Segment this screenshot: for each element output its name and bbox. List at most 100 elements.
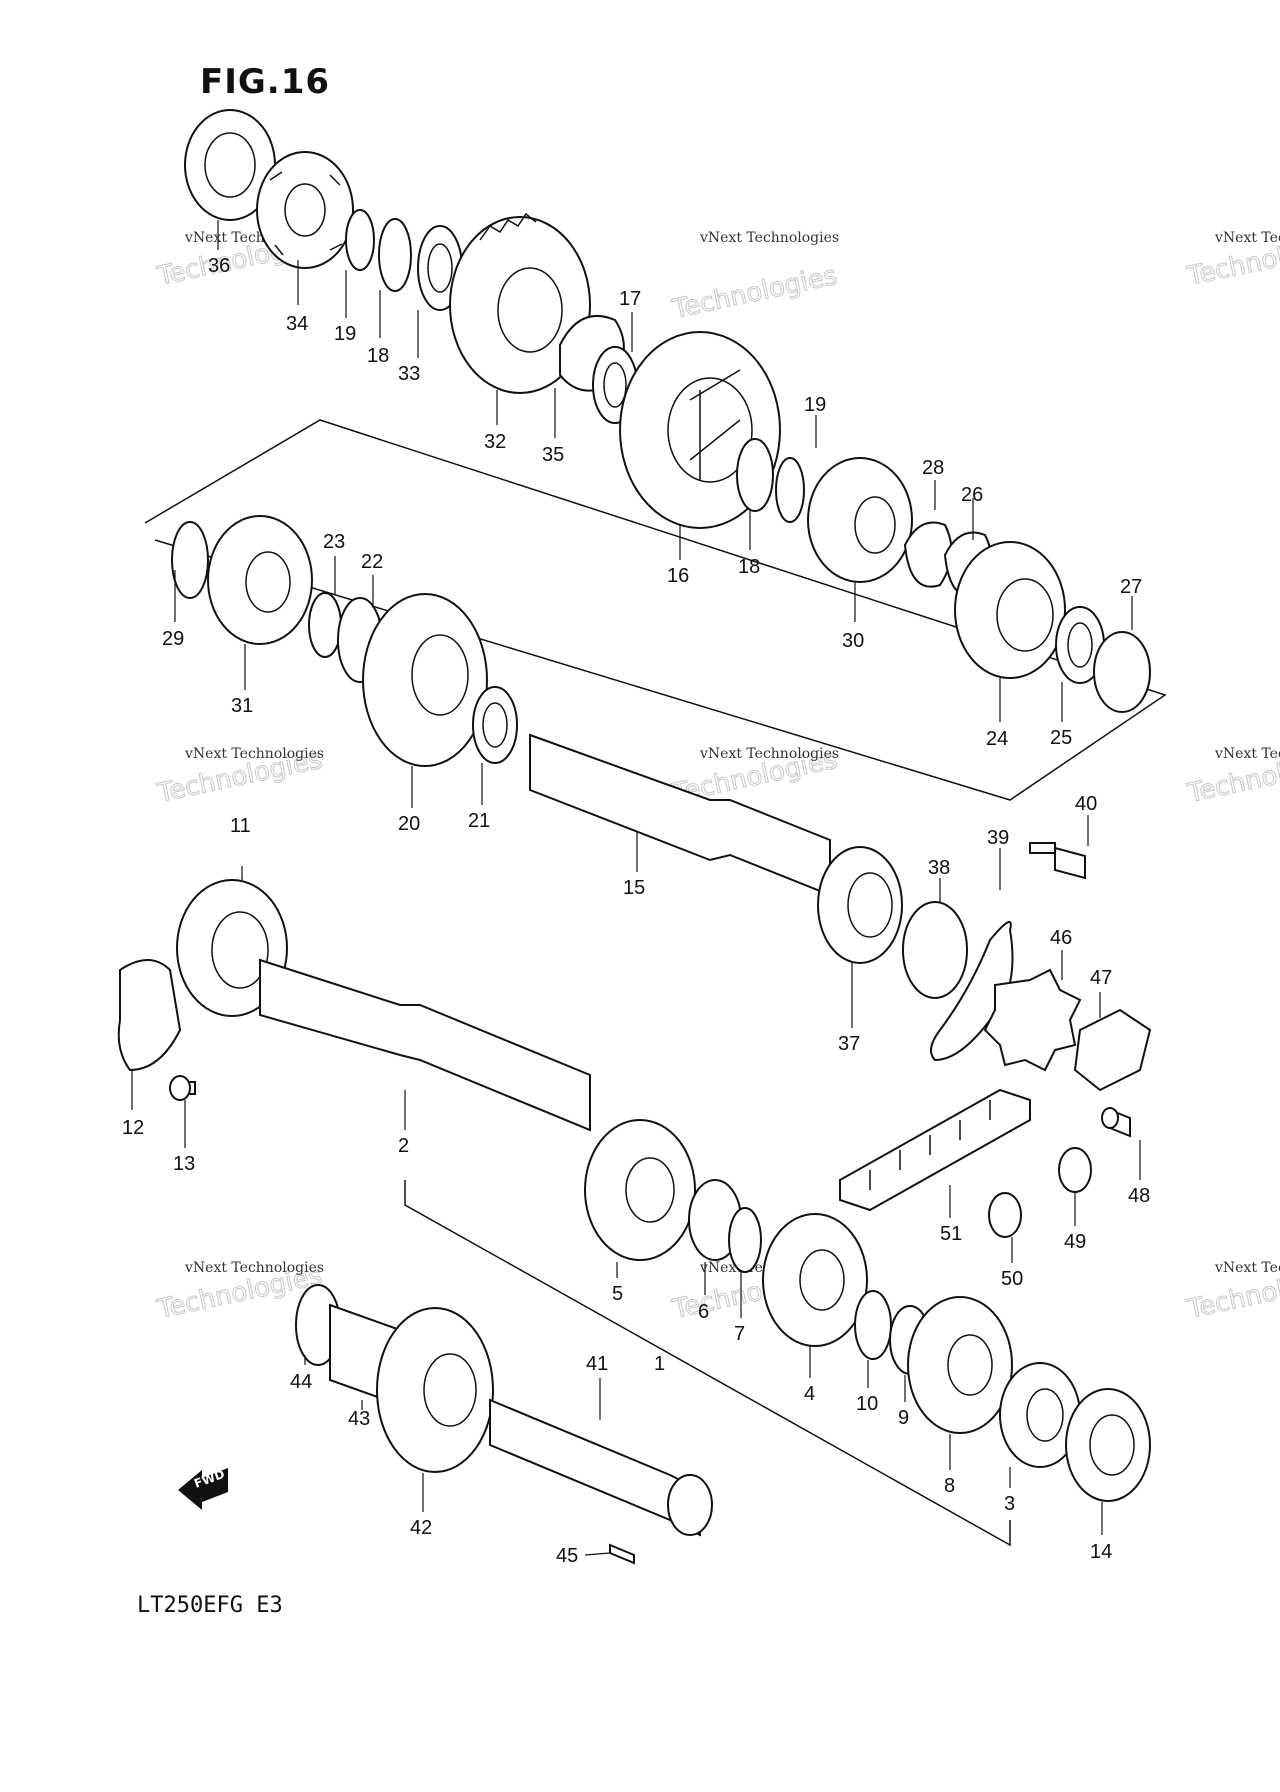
bolt-48 — [1101, 1107, 1131, 1138]
svg-text:Technologies: Technologies — [669, 261, 840, 325]
callout-22: 22 — [361, 551, 383, 573]
figure-title: FIG.16 — [200, 62, 331, 102]
callout-45: 45 — [556, 1545, 578, 1567]
pin-45 — [609, 1543, 635, 1565]
driveshaft-group-bracket — [404, 1180, 1011, 1547]
callout-7: 7 — [734, 1323, 745, 1345]
callout-39: 39 — [987, 827, 1009, 849]
gear-31 — [207, 515, 313, 645]
callout-8: 8 — [944, 1475, 955, 1497]
circlip-49 — [1058, 1147, 1092, 1193]
callout-5: 5 — [612, 1283, 623, 1305]
model-code: LT250EFG E3 — [137, 1593, 283, 1618]
bearing-37 — [817, 846, 903, 964]
svg-text:vNext Technologies: vNext Technologies — [1214, 1260, 1280, 1276]
svg-text:vNext Technologies: vNext Technologies — [699, 746, 839, 762]
callout-37: 37 — [838, 1033, 860, 1055]
washer-27 — [1093, 631, 1151, 713]
callout-19: 19 — [334, 323, 356, 345]
callout-51: 51 — [940, 1223, 962, 1245]
callout-18: 18 — [367, 345, 389, 367]
callout-21: 21 — [468, 810, 490, 832]
callout-16: 16 — [667, 565, 689, 587]
callout-13: 13 — [173, 1153, 195, 1175]
callout-25: 25 — [1050, 727, 1072, 749]
callout-9: 9 — [898, 1407, 909, 1429]
callout-38: 38 — [928, 857, 950, 879]
gear-8 — [907, 1296, 1013, 1434]
circlip-29 — [171, 521, 209, 599]
bearing-14 — [1065, 1388, 1151, 1502]
top-gear-row — [184, 109, 1151, 713]
gear-24 — [954, 541, 1066, 679]
callout-23: 23 — [323, 531, 345, 553]
washer-18b — [736, 438, 774, 512]
screw-13 — [169, 1075, 196, 1101]
callout-41: 41 — [586, 1353, 608, 1375]
washer-10 — [854, 1290, 892, 1360]
countershaft-row — [171, 515, 1152, 1138]
washer-18a — [378, 218, 412, 292]
gear-20 — [362, 593, 488, 767]
callout-42: 42 — [410, 1517, 432, 1539]
callout-47: 47 — [1090, 967, 1112, 989]
engine-sprocket-46 — [983, 968, 1082, 1072]
callout-32: 32 — [484, 431, 506, 453]
callout-6: 6 — [698, 1301, 709, 1323]
gear-34 — [256, 151, 354, 269]
callout-36: 36 — [208, 255, 230, 277]
circlip-19a — [345, 209, 375, 271]
circlip-19b — [775, 457, 805, 523]
idler-shaft-end — [667, 1474, 713, 1536]
callout-50: 50 — [1001, 1268, 1023, 1290]
gear-30 — [807, 457, 913, 583]
callout-17: 17 — [619, 288, 641, 310]
callout-14: 14 — [1090, 1541, 1112, 1563]
svg-text:vNext Technologies: vNext Technologies — [1214, 230, 1280, 246]
countershaft-group-bracket — [144, 419, 1167, 801]
callout-27: 27 — [1120, 576, 1142, 598]
gear-32 — [449, 212, 591, 394]
svg-text:vNext Technologies: vNext Technologies — [1214, 746, 1280, 762]
callout-12: 12 — [122, 1117, 144, 1139]
watermark: Technologies vNext Technologies — [669, 230, 841, 326]
callout-49: 49 — [1064, 1231, 1086, 1253]
gear-4 — [762, 1213, 868, 1347]
callout-31: 31 — [231, 695, 253, 717]
callout-28: 28 — [922, 457, 944, 479]
circlip-7 — [728, 1207, 762, 1273]
svg-text:vNext Technologies: vNext Technologies — [699, 230, 839, 246]
callout-10: 10 — [856, 1393, 878, 1415]
callout-43: 43 — [348, 1408, 370, 1430]
callout-44: 44 — [290, 1371, 312, 1393]
bearing-retainer-12 — [117, 959, 182, 1072]
callout-26: 26 — [961, 484, 983, 506]
bearing-retainer-39 — [930, 921, 1014, 1062]
callout-33: 33 — [398, 363, 420, 385]
callout-3: 3 — [1004, 1493, 1015, 1515]
leader-lines — [131, 220, 1141, 1556]
drive-chain-51 — [839, 1088, 1031, 1212]
sprocket-holder-47 — [1073, 1008, 1152, 1092]
driveshaft-2 — [259, 958, 591, 1132]
callout-11: 11 — [230, 815, 251, 837]
driveshaft-row — [117, 879, 1151, 1502]
callout-35: 35 — [542, 444, 564, 466]
callout-15: 15 — [623, 877, 645, 899]
callout-30: 30 — [842, 630, 864, 652]
callout-20: 20 — [398, 813, 420, 835]
reverse-idler-row — [295, 1284, 713, 1565]
idler-shaft-41 — [489, 1398, 701, 1537]
bolt-40 — [1029, 842, 1086, 880]
callout-48: 48 — [1128, 1185, 1150, 1207]
svg-text:vNext Technologies: vNext Technologies — [184, 746, 324, 762]
svg-text:vNext Technologies: vNext Technologies — [184, 1260, 324, 1276]
callout-40: 40 — [1075, 793, 1097, 815]
callout-labels: 36 34 19 18 33 32 35 17 16 18 19 30 28 2… — [122, 255, 1150, 1567]
